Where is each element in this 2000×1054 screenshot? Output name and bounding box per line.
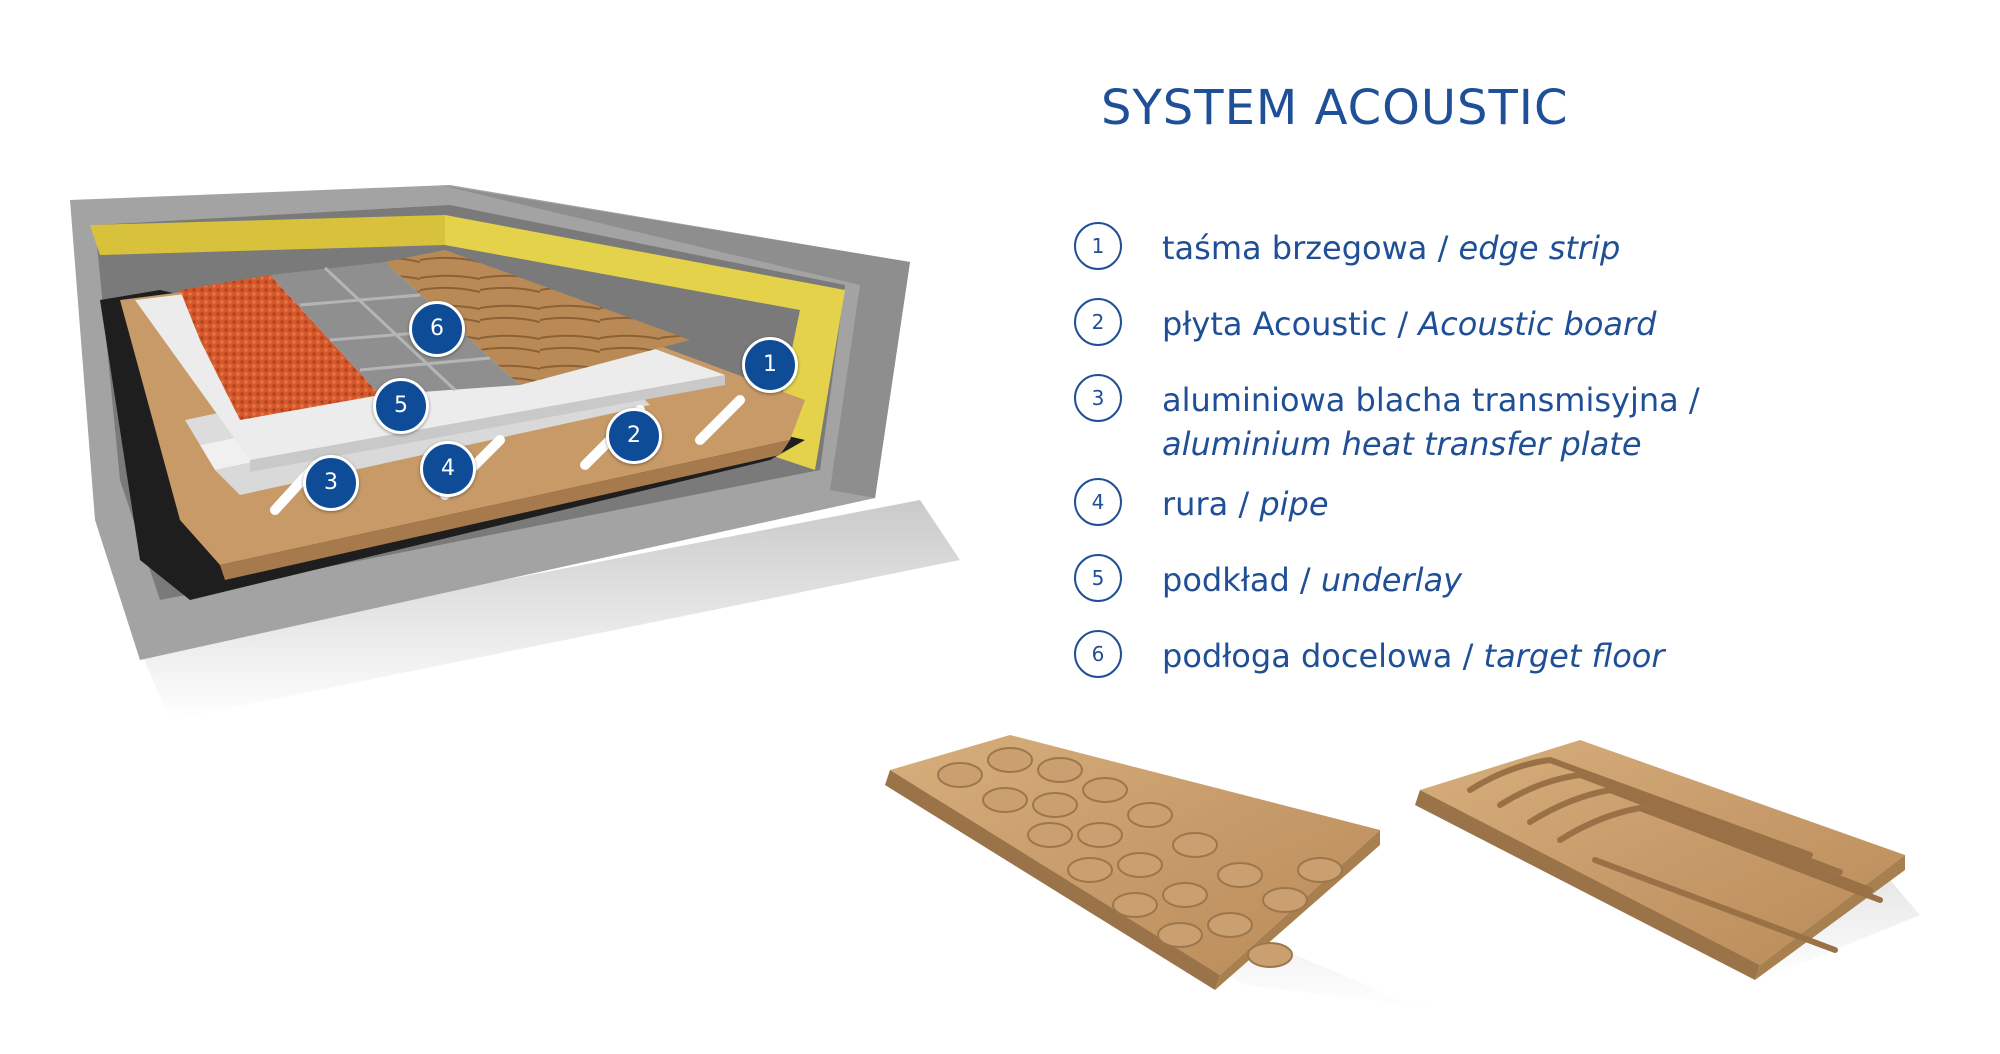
badge-3: 3 xyxy=(303,455,359,511)
legend-label: aluminiowa blacha transmisyjna / alumini… xyxy=(1162,378,1762,466)
page-title: SYSTEM ACOUSTIC xyxy=(1101,80,1569,136)
badge-6: 6 xyxy=(409,301,465,357)
legend-label-pl: aluminiowa blacha transmisyjna / xyxy=(1162,381,1700,419)
legend-label-pl: płyta Acoustic / xyxy=(1162,305,1419,343)
legend-label: płyta Acoustic / Acoustic board xyxy=(1162,302,1656,346)
edge-strip xyxy=(445,215,845,470)
legend-label: rura / pipe xyxy=(1162,482,1329,526)
legend-label-pl: taśma brzegowa / xyxy=(1162,229,1459,267)
legend-label-pl: podłoga docelowa / xyxy=(1162,637,1484,675)
legend-label: taśma brzegowa / edge strip xyxy=(1162,226,1620,270)
acoustic-board-grooved xyxy=(1415,740,1920,980)
badge-1: 1 xyxy=(742,337,798,393)
carpet-floor xyxy=(180,275,380,420)
legend-label-en: underlay xyxy=(1320,561,1463,599)
legend-number: 4 xyxy=(1074,478,1122,526)
legend-label-en: target floor xyxy=(1483,637,1665,675)
legend-number: 5 xyxy=(1074,554,1122,602)
legend-number: 6 xyxy=(1074,630,1122,678)
badge-2: 2 xyxy=(606,408,662,464)
legend-number: 3 xyxy=(1074,374,1122,422)
legend-label-en: pipe xyxy=(1259,485,1329,523)
legend-label: podkład / underlay xyxy=(1162,558,1462,602)
legend-number: 1 xyxy=(1074,222,1122,270)
legend-label-en: Acoustic board xyxy=(1418,305,1657,343)
legend-label: podłoga docelowa / target floor xyxy=(1162,634,1665,678)
acoustic-board-dimpled xyxy=(885,735,1450,1010)
legend-number: 2 xyxy=(1074,298,1122,346)
wood-floor xyxy=(385,250,690,385)
legend-label-pl: podkład / xyxy=(1162,561,1321,599)
legend-label-en: aluminium heat transfer plate xyxy=(1162,425,1642,463)
legend-label-pl: rura / xyxy=(1162,485,1260,523)
legend-label-en: edge strip xyxy=(1458,229,1621,267)
badge-4: 4 xyxy=(420,441,476,497)
badge-5: 5 xyxy=(373,378,429,434)
